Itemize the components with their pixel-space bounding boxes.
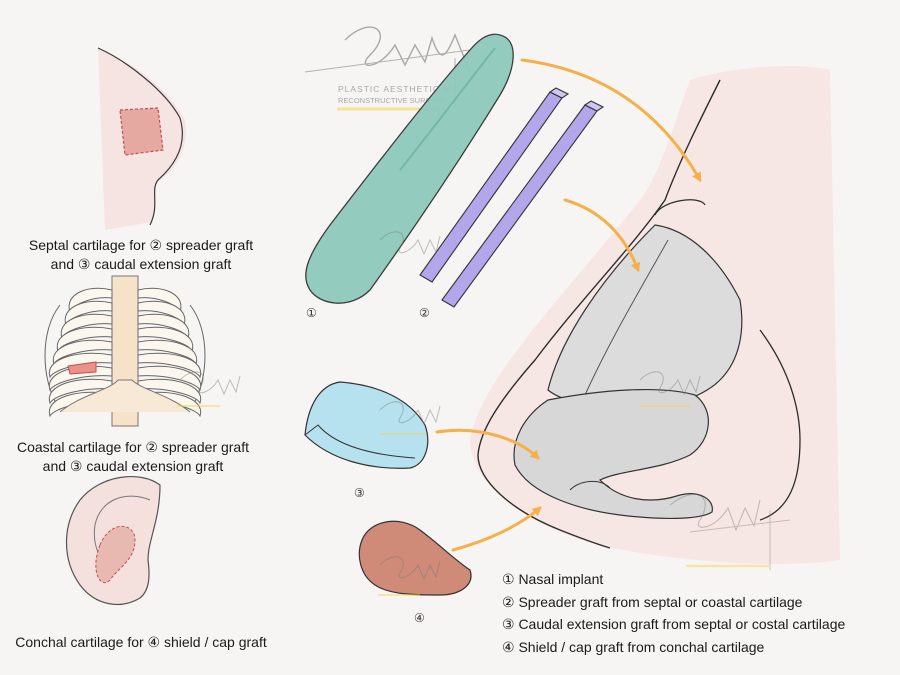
watermark-line-1: PLASTIC AESTHETIC AND	[338, 84, 464, 94]
shield-cap-graft	[358, 520, 472, 596]
caption-septal: Septal cartilage for ② spreader graft an…	[14, 236, 268, 274]
rib-right	[137, 352, 202, 379]
caption-conchal-line-1: Conchal cartilage for ④ shield / cap gra…	[15, 634, 267, 650]
arrow-spreader	[563, 198, 641, 272]
arrow-caudal	[435, 428, 540, 460]
rib-right	[137, 378, 202, 405]
legend-item-spreader: ② Spreader graft from septal or coastal …	[502, 593, 803, 610]
caudal-extension-graft	[304, 381, 429, 469]
shield-number: ④	[414, 611, 425, 625]
septal-illustration	[97, 47, 186, 230]
rib-left	[48, 378, 113, 405]
caption-conchal: Conchal cartilage for ④ shield / cap gra…	[6, 633, 276, 652]
ribcage-illustration	[44, 275, 206, 427]
graft-placement-arrows	[435, 58, 702, 552]
caption-coastal-line-1: Coastal cartilage for ② spreader graft	[17, 439, 249, 455]
legend: ① Nasal implant ② Spreader graft from se…	[502, 568, 845, 658]
coastal-harvest-area	[67, 361, 97, 375]
lower-lateral-cartilage	[513, 388, 713, 520]
nasal-implant	[305, 33, 514, 304]
caption-coastal-line-2: and ③ caudal extension graft	[42, 458, 224, 474]
watermark-logo-small	[177, 231, 791, 596]
caption-septal-line-1: Septal cartilage for ② spreader graft	[28, 237, 254, 253]
spreader-number: ②	[419, 306, 430, 320]
ear-illustration	[65, 476, 161, 606]
watermark-line-2: RECONSTRUCTIVE SURGERY	[338, 96, 447, 105]
conchal-harvest-area	[95, 525, 136, 583]
nose-profile	[470, 65, 840, 565]
caption-coastal: Coastal cartilage for ② spreader graft a…	[6, 438, 260, 476]
septal-harvest-area	[119, 107, 164, 156]
legend-item-implant: ① Nasal implant	[502, 571, 604, 587]
arrow-shield	[451, 506, 542, 552]
caption-septal-line-2: and ③ caudal extension graft	[50, 256, 232, 272]
implant-number: ①	[306, 306, 317, 320]
arrow-implant	[520, 58, 702, 182]
legend-item-shield: ④ Shield / cap graft from conchal cartil…	[502, 638, 765, 655]
legend-item-caudal: ③ Caudal extension graft from septal or …	[502, 616, 846, 632]
rib-right	[137, 365, 202, 392]
caudal-number: ③	[354, 486, 365, 500]
spreader-grafts	[419, 87, 605, 308]
